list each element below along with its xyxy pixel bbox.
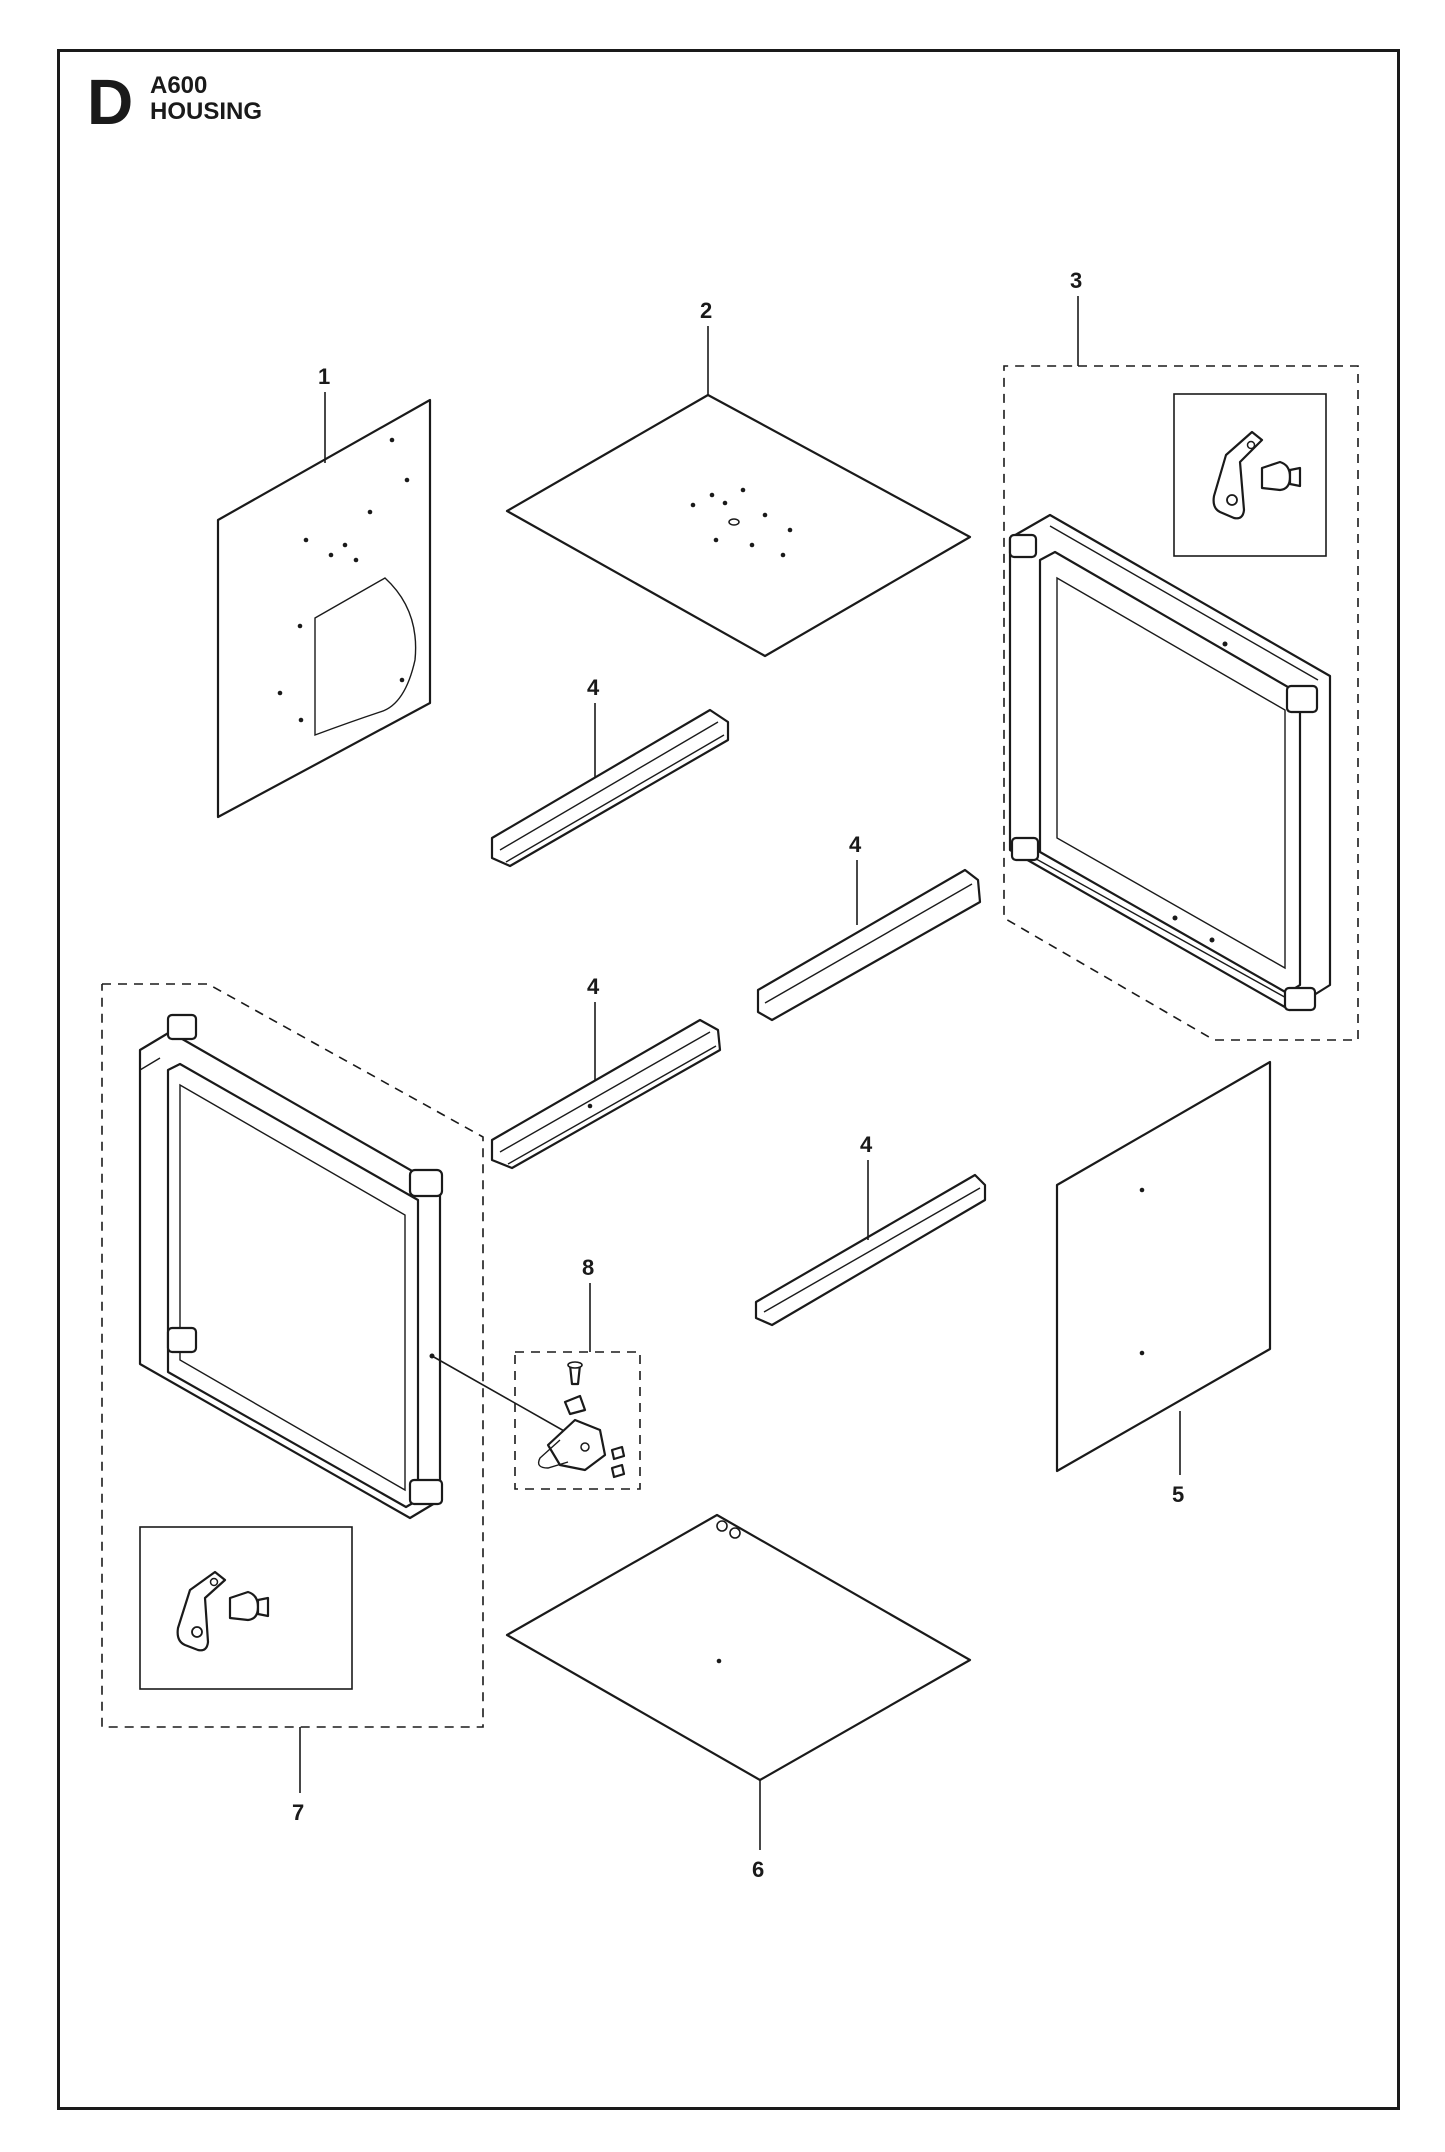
callout-4d: 4 <box>860 1132 873 1157</box>
page-frame <box>57 49 1400 2110</box>
part-8-group-boundary <box>514 1351 641 1490</box>
section-letter: D <box>87 66 134 138</box>
callout-2: 2 <box>700 298 712 323</box>
callout-5: 5 <box>1172 1482 1184 1507</box>
part-8-latch[interactable] <box>537 1361 626 1479</box>
part-4-rail-a[interactable] <box>490 708 730 868</box>
part-3-group-boundary <box>1003 365 1359 1041</box>
callout-4a: 4 <box>587 675 600 700</box>
part-5-side-panel[interactable] <box>1055 1060 1272 1473</box>
part-3-bracket-detail <box>1173 393 1327 557</box>
callout-1: 1 <box>318 364 330 389</box>
part-2-top-panel[interactable] <box>505 393 972 658</box>
callout-7: 7 <box>292 1800 304 1825</box>
model-name: A600 <box>150 72 208 99</box>
page-title: HOUSING <box>150 98 263 125</box>
part-4-rail-b[interactable] <box>756 868 982 1022</box>
callout-3: 3 <box>1070 268 1082 293</box>
part-3-rear-frame[interactable] <box>1008 513 1332 1012</box>
callout-8: 8 <box>582 1255 594 1280</box>
part-7-front-frame[interactable] <box>138 1013 444 1520</box>
callout-4c: 4 <box>587 974 600 999</box>
callout-6: 6 <box>752 1857 764 1882</box>
part-1-side-panel[interactable] <box>216 398 432 819</box>
callout-4b: 4 <box>849 832 862 857</box>
latch-assembly-line <box>431 1355 581 1441</box>
part-4-rail-d[interactable] <box>754 1173 987 1327</box>
part-7-group-boundary <box>101 983 484 1728</box>
part-4-rail-c[interactable] <box>490 1018 722 1170</box>
part-7-bracket-detail <box>139 1526 353 1690</box>
part-6-bottom-panel[interactable] <box>505 1513 972 1782</box>
